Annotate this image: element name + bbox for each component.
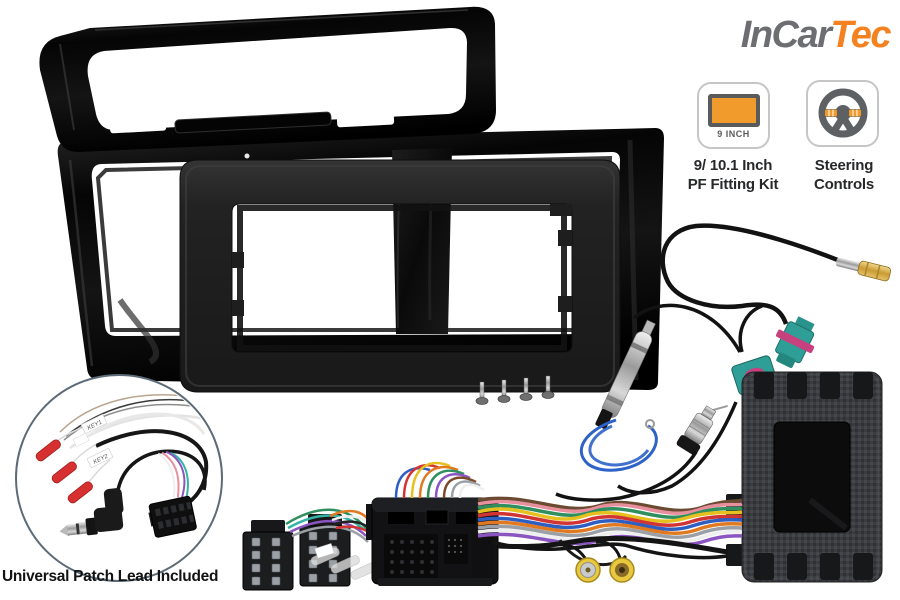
- steering-controls-caption: Steering Controls: [798, 156, 890, 194]
- rca-connector: [575, 557, 601, 583]
- interface-control-box: [726, 371, 883, 583]
- iso-connector: [242, 520, 294, 591]
- fitting-kit-caption: 9/ 10.1 Inch PF Fitting Kit: [672, 156, 794, 194]
- quadlock-wires: [394, 461, 485, 499]
- fitting-kit-badge: 9 INCH: [697, 82, 770, 149]
- din-antenna-plug: [676, 404, 728, 456]
- fakra-aerial-cable: [660, 223, 892, 368]
- bezel-notch: [550, 204, 572, 216]
- fitting-kit-caption-line2: PF Fitting Kit: [687, 176, 779, 193]
- fakra-z-connector: [775, 316, 815, 368]
- wire-label-flag: [314, 543, 335, 559]
- quadlock-connector: [366, 497, 499, 586]
- box-window: [773, 421, 851, 533]
- incartec-logo: InCarTec: [740, 14, 892, 57]
- steering-buttons: [824, 109, 861, 116]
- mounting-screws: [475, 375, 555, 405]
- patch-lead-connector: [148, 450, 197, 538]
- quadlock-iso-harness: [242, 461, 743, 591]
- amplifier-barrel: [601, 319, 656, 418]
- fitting-kit-caption-line1: 9/ 10.1 Inch: [693, 157, 773, 174]
- logo-part-orange: Tec: [830, 14, 891, 56]
- rca-connector: [609, 557, 635, 583]
- smb-gold-connector: [857, 260, 892, 282]
- patch-lead-circle: [15, 374, 223, 582]
- bezel-notch: [558, 230, 572, 246]
- nine-inch-screen-icon: [707, 94, 760, 127]
- screen-size-label: 9 INCH: [717, 129, 750, 139]
- red-bullet-terminals: [35, 427, 111, 504]
- steering-controls-badge: [806, 80, 879, 147]
- bezel-notch: [558, 296, 572, 312]
- fascia-slot-left: [109, 118, 167, 134]
- steering-caption-line1: Steering: [814, 157, 874, 174]
- fascia-slot-right: [336, 112, 395, 128]
- screen-bezel-frame: [179, 159, 621, 393]
- logo-part-gray: InCar: [740, 14, 832, 56]
- steering-caption-line2: Controls: [813, 176, 875, 193]
- patch-lead-caption: Universal Patch Lead Included: [2, 568, 219, 585]
- bezel-notch: [232, 300, 244, 316]
- bezel-notch: [232, 252, 244, 268]
- universal-patch-lead: KEY1 KEY2: [15, 374, 223, 582]
- ring-terminal: [645, 419, 655, 429]
- steering-wheel-icon: [818, 88, 867, 137]
- fascia-slot-center: [174, 111, 332, 134]
- rca-leads: [491, 536, 729, 583]
- blue-power-loop: [579, 418, 658, 472]
- cable-ferrule: [835, 257, 862, 272]
- screw-hole: [244, 153, 250, 159]
- jack-plug-35mm: [59, 488, 124, 537]
